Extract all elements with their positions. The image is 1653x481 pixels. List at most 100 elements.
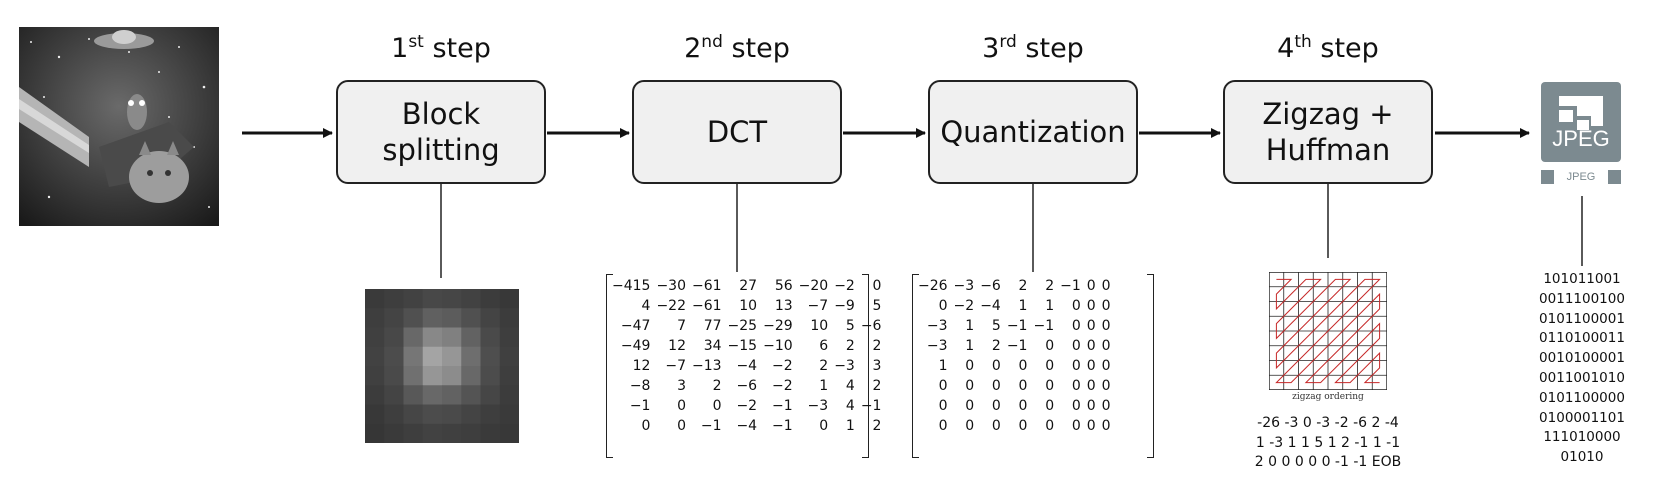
quant-cell: 0 [1045, 398, 1055, 414]
pixel-cell [365, 366, 385, 386]
pixel-cell [365, 289, 385, 309]
dct-cell: 13 [774, 298, 793, 314]
jpeg-logo-label: JPEG [1552, 126, 1610, 151]
dct-cell: −415 [612, 278, 651, 294]
dct-cell: −15 [727, 338, 758, 354]
dct-cell: 3 [872, 358, 882, 374]
dct-cell: −2 [736, 398, 758, 414]
bitstream-line: 101011001 [1543, 271, 1621, 287]
pixel-cell [422, 346, 443, 367]
pixel-cell [422, 385, 443, 405]
dct-cell: −29 [763, 318, 793, 334]
quant-cell: 0 [1086, 318, 1096, 334]
dct-cell: −25 [727, 318, 758, 334]
quant-cell: 0 [991, 418, 1001, 434]
pixel-cell [461, 289, 481, 309]
dct-cell: −1 [860, 398, 882, 414]
pixel-cell [499, 327, 519, 348]
quant-cell: 0 [1086, 298, 1096, 314]
dct-cell: −1 [700, 418, 722, 434]
pixel-cell [499, 423, 519, 443]
dct-cell: 5 [845, 318, 855, 334]
pixel-cell [403, 308, 424, 328]
step3-title: 3rd step [982, 32, 1084, 64]
dct-cell: −61 [692, 278, 722, 294]
zigzag-sequence: -26 -3 0 -3 -2 -6 2 -4 1 -3 1 1 5 1 2 -1… [1238, 414, 1418, 473]
dct-bracket-left [606, 274, 613, 458]
dct-cell: 77 [703, 318, 722, 334]
dct-cell: −6 [860, 318, 882, 334]
dct-cell: 56 [774, 278, 793, 294]
pixel-cell [480, 385, 501, 405]
bitstream-line: 01010 [1560, 449, 1604, 466]
dct-cell: 34 [703, 338, 722, 354]
step1-title: 1st step [391, 32, 491, 64]
dct-cell: 2 [712, 378, 722, 394]
pixel-cell [403, 289, 424, 309]
pixel-cell [461, 366, 481, 386]
dct-cell: −2 [772, 378, 793, 394]
zigzag-grid [1269, 272, 1387, 390]
pixel-cell [403, 404, 424, 425]
quant-cell: −1 [1006, 318, 1028, 334]
dct-cell: −1 [772, 418, 793, 434]
pixel-cell [403, 366, 424, 386]
pixel-cell [442, 385, 462, 405]
dct-cell: 0 [872, 278, 882, 294]
quant-cell: 0 [1101, 298, 1111, 314]
quant-cell: 1 [938, 358, 948, 374]
jpeg-logo-icon [1541, 82, 1621, 184]
quant-cell: 0 [938, 398, 948, 414]
step4-title: 4th step [1277, 32, 1379, 64]
pixel-cell [461, 327, 481, 348]
jpeg-logo: JPEG JPEG [1541, 82, 1621, 186]
quant-cell: −6 [980, 278, 1001, 294]
pixel-cell [384, 366, 404, 386]
pixel-cell [461, 385, 481, 405]
dct-cell: −2 [834, 278, 855, 294]
quant-cell: 0 [1086, 278, 1096, 294]
quant-cell: 0 [965, 358, 975, 374]
quant-bracket-left [912, 274, 919, 458]
quant-cell: −26 [918, 278, 948, 294]
pixel-cell [422, 366, 443, 386]
pixel-cell [422, 327, 443, 348]
pixel-cell [365, 385, 385, 405]
dct-cell: 3 [677, 378, 686, 394]
pixel-cell [461, 346, 481, 367]
pixel-cell [442, 289, 462, 309]
dct-cell: −7 [807, 298, 829, 314]
pixel-cell [480, 346, 501, 367]
dct-cell: 10 [739, 298, 758, 314]
sequence-line: -26 -3 0 -3 -2 -6 2 -4 [1257, 415, 1399, 431]
pixel-cell [365, 308, 385, 328]
dct-cell: 0 [677, 418, 686, 434]
quant-cell: 0 [1071, 318, 1081, 334]
dct-cell: −1 [772, 398, 793, 414]
quant-cell: 0 [1101, 378, 1111, 394]
dct-cell: 2 [819, 358, 829, 374]
quant-bracket-right [1147, 274, 1154, 458]
pixel-cell [480, 289, 501, 309]
dct-cell: −8 [629, 378, 651, 394]
dct-cell: 12 [668, 338, 686, 354]
quant-cell: −2 [953, 298, 975, 314]
pixel-cell [499, 385, 519, 405]
pixel-cell [422, 404, 443, 425]
pixel-cell [499, 346, 519, 367]
pixel-cell [442, 404, 462, 425]
quant-cell: −3 [953, 278, 975, 294]
pixel-cell [480, 423, 501, 443]
quant-cell: 0 [991, 398, 1001, 414]
quant-cell: −3 [926, 338, 948, 354]
quant-cell: 0 [938, 418, 948, 434]
dct-cell: 12 [632, 358, 651, 374]
dct-cell: 0 [819, 418, 829, 434]
dct-cell: 1 [819, 378, 829, 394]
pixel-cell [480, 327, 501, 348]
quant-cell: 0 [1086, 398, 1096, 414]
